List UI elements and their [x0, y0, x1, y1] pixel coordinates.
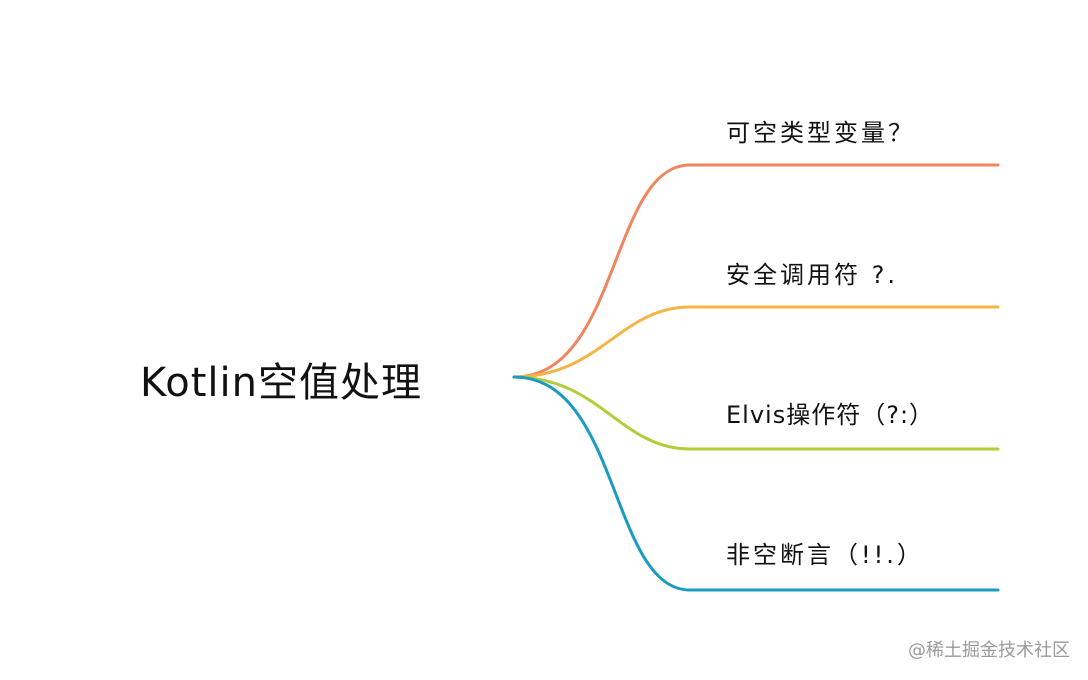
- branch-connector-3: [512, 375, 1000, 592]
- watermark: @稀土掘金技术社区: [908, 640, 1070, 661]
- branch-topic-elvis: Elvis操作符（?:）: [726, 401, 935, 429]
- branch-topic-nullable-type: 可空类型变量？: [726, 119, 915, 147]
- branch-connector-1: [512, 305, 1000, 379]
- root-topic: Kotlin空值处理: [140, 360, 422, 406]
- branch-topic-safe-call: 安全调用符 ?.: [726, 261, 898, 289]
- branch-connector-2: [512, 375, 1000, 451]
- branch-connector-0: [512, 163, 1000, 379]
- branch-topic-non-null-assert: 非空断言（!!.）: [726, 541, 924, 569]
